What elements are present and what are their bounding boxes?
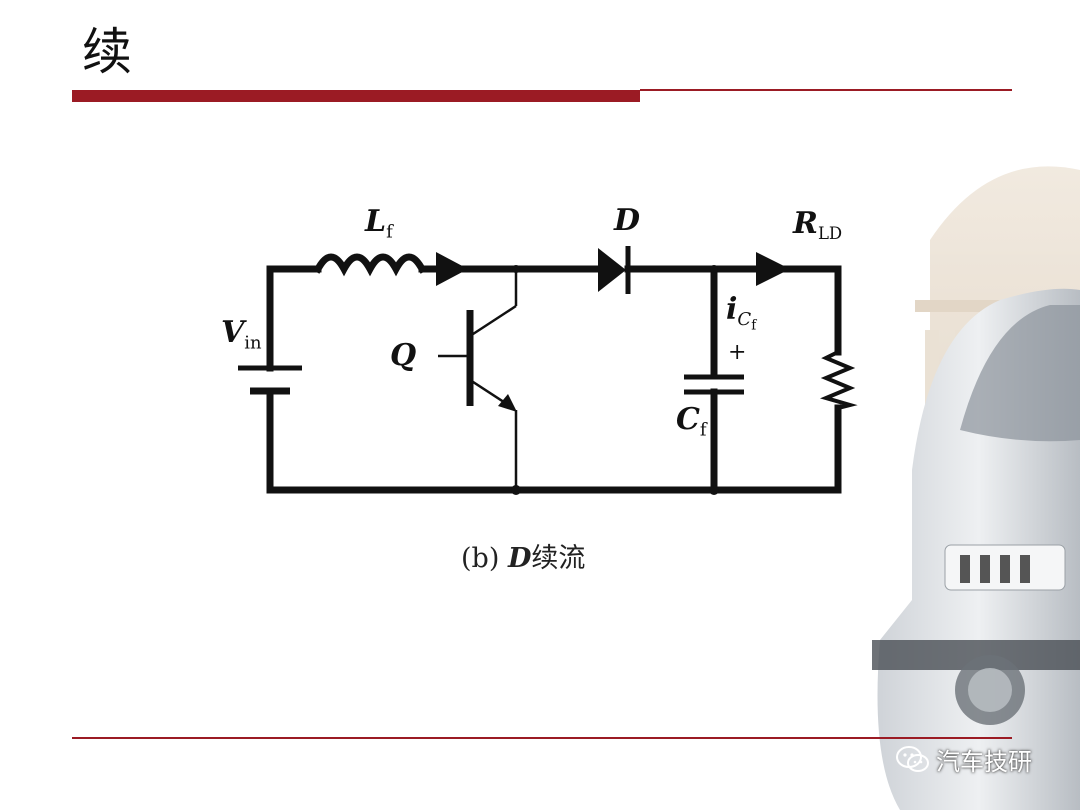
junction-dot (709, 485, 719, 495)
resistor-rld (820, 350, 858, 410)
caption-suffix: 续流 (531, 543, 586, 574)
label-diode-main: D (614, 203, 641, 238)
label-switch-main: Q (390, 338, 417, 373)
label-cap-current-main: i (726, 292, 738, 327)
car-illustration (872, 288, 1080, 810)
caption-prefix: (b) (461, 543, 508, 574)
label-load: RLD (793, 206, 842, 243)
label-diode: D (614, 203, 640, 238)
label-load-main: R (793, 206, 818, 241)
diode-d (598, 248, 626, 292)
label-capacitor-sub: f (699, 419, 707, 441)
label-source-main: V (221, 315, 245, 350)
wechat-icon (896, 745, 929, 772)
watermark-text: 汽车技研 (936, 748, 1032, 776)
label-inductor-main: L (365, 204, 387, 239)
slide-title: 续 (82, 23, 132, 81)
title-underline-thick (72, 90, 640, 102)
label-load-sub: LD (817, 223, 843, 243)
label-capacitor: Cf (676, 402, 707, 440)
label-cap-current: iCf (726, 292, 756, 334)
label-plus-main: + (728, 340, 747, 365)
label-capacitor-main: C (676, 402, 700, 437)
caption-italic: D (507, 543, 532, 574)
label-cap-current-sub: Cf (737, 309, 756, 334)
label-inductor-sub: f (386, 221, 393, 243)
junction-dot (512, 265, 520, 273)
inductor-lf (313, 253, 427, 277)
title-underline-thin (640, 89, 1012, 91)
label-cap-current-subsub: f (751, 318, 757, 335)
current-arrow-inductor (436, 252, 468, 286)
diagram-caption: (b) D续流 (461, 536, 585, 575)
transistor-emitter-arrow (498, 394, 517, 412)
label-inductor: Lf (365, 204, 393, 242)
label-switch: Q (390, 338, 416, 373)
current-arrow-load (756, 252, 790, 286)
junction-dot (511, 485, 521, 495)
footer-rule (72, 737, 1012, 739)
watermark: 汽车技研 (896, 742, 1032, 777)
label-plus: + (728, 340, 746, 365)
junction-dot (710, 265, 718, 273)
transistor-q (438, 269, 518, 494)
label-source: Vin (221, 315, 262, 353)
label-source-sub: in (244, 332, 262, 354)
label-cap-current-sub-c: C (737, 309, 752, 331)
